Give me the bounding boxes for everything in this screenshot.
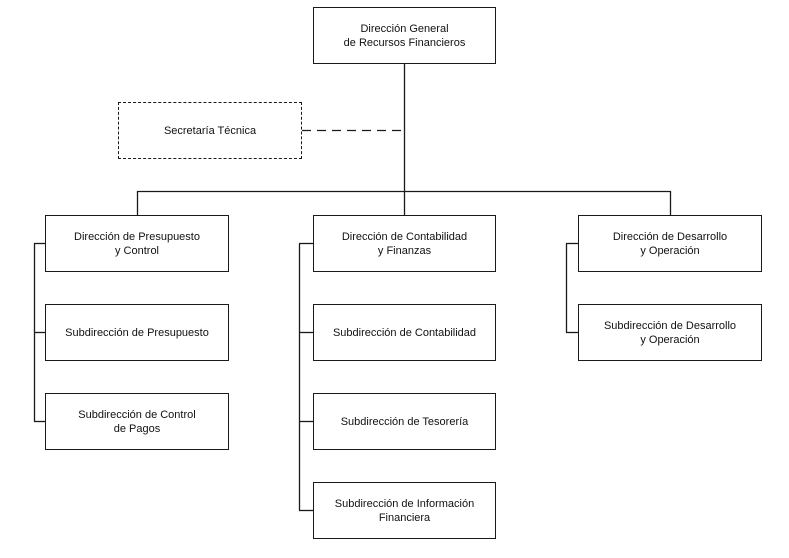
node-subunit-2-1: Subdirección de Contabilidad [313, 304, 496, 361]
node-support-unit: Secretaría Técnica [118, 102, 302, 159]
node-subunit-2-3: Subdirección de Información Financiera [313, 482, 496, 539]
node-subunit-1-1: Subdirección de Presupuesto [45, 304, 229, 361]
node-subunit-2-2-label: Subdirección de Tesorería [340, 415, 469, 428]
node-directorate-3-label: Dirección de Desarrollo y Operación [612, 230, 728, 257]
node-subunit-3-1: Subdirección de Desarrollo y Operación [578, 304, 762, 361]
node-subunit-1-2-label: Subdirección de Control de Pagos [78, 408, 196, 435]
node-subunit-3-1-label: Subdirección de Desarrollo y Operación [603, 319, 737, 346]
node-directorate-1-label: Dirección de Presupuesto y Control [74, 230, 200, 257]
node-subunit-1-1-label: Subdirección de Presupuesto [65, 326, 209, 339]
node-subunit-2-2: Subdirección de Tesorería [313, 393, 496, 450]
node-directorate-2-label: Dirección de Contabilidad y Finanzas [341, 230, 468, 257]
node-directorate-3: Dirección de Desarrollo y Operación [578, 215, 762, 272]
node-subunit-2-3-label: Subdirección de Información Financiera [334, 497, 475, 524]
node-directorate-2: Dirección de Contabilidad y Finanzas [313, 215, 496, 272]
node-head: Dirección General de Recursos Financiero… [313, 7, 496, 64]
node-subunit-1-2: Subdirección de Control de Pagos [45, 393, 229, 450]
node-head-label: Dirección General de Recursos Financiero… [343, 22, 466, 49]
node-support-unit-label: Secretaría Técnica [163, 124, 257, 137]
node-directorate-1: Dirección de Presupuesto y Control [45, 215, 229, 272]
node-subunit-2-1-label: Subdirección de Contabilidad [332, 326, 477, 339]
